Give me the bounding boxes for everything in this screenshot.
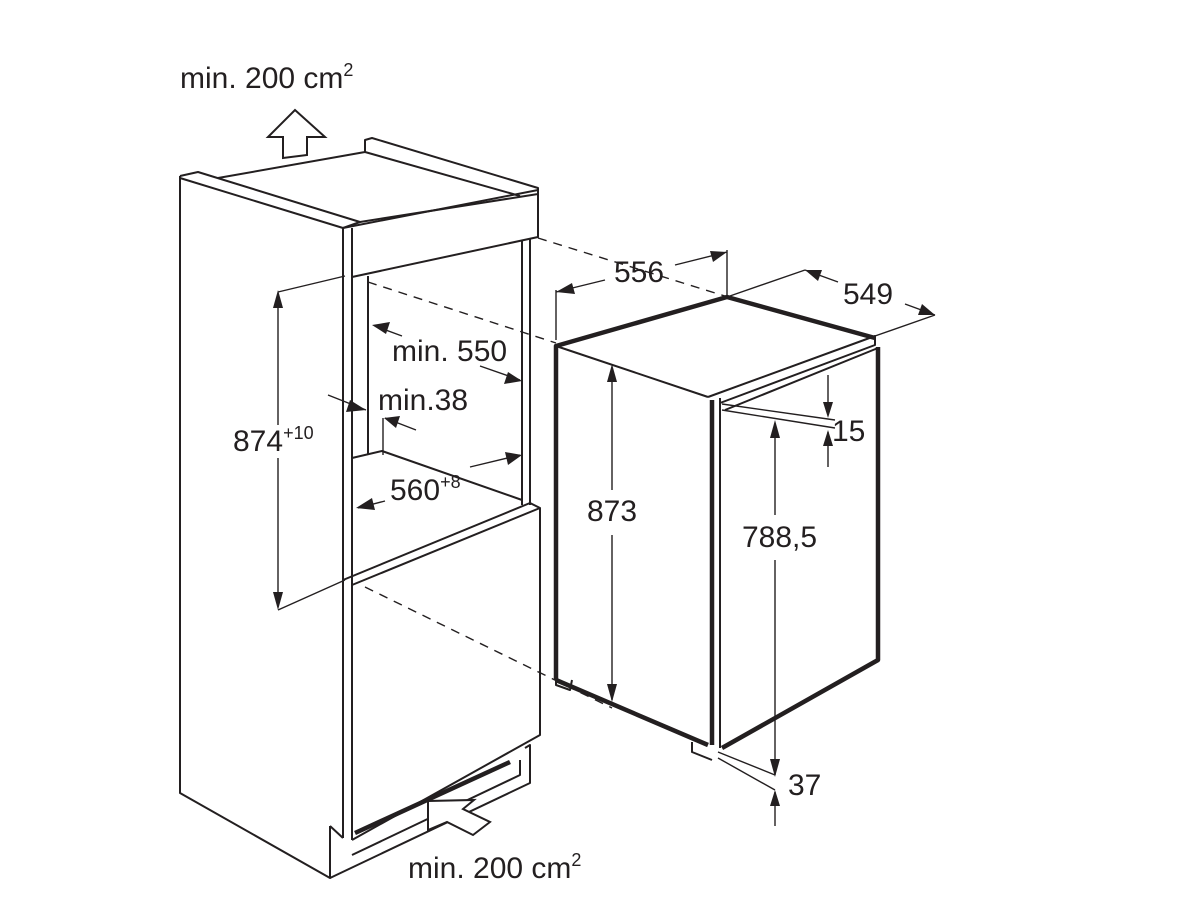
- door-bottom-offset-label: 37: [788, 769, 821, 802]
- appliance: [553, 294, 881, 761]
- kitchen-cabinet: [179, 137, 729, 879]
- appliance-depth-label: 549: [843, 278, 893, 311]
- dimension-lines: [273, 250, 936, 826]
- appliance-height-label: 873: [587, 495, 637, 528]
- niche-height-label: 874+10: [233, 423, 314, 458]
- vent-arrow-left-icon: [427, 798, 492, 837]
- niche-depth-label: min. 550: [392, 335, 507, 368]
- side-panel-label: min.38: [378, 384, 468, 417]
- top-vent-label: min. 200 cm2: [180, 60, 353, 95]
- door-top-offset-label: 15: [832, 415, 865, 448]
- appliance-width-label: 556: [614, 256, 664, 289]
- niche-width-label: 560+8: [390, 472, 461, 507]
- bottom-vent-label: min. 200 cm2: [408, 850, 581, 885]
- vent-arrow-up-icon: [265, 108, 328, 160]
- door-height-label: 788,5: [742, 521, 817, 554]
